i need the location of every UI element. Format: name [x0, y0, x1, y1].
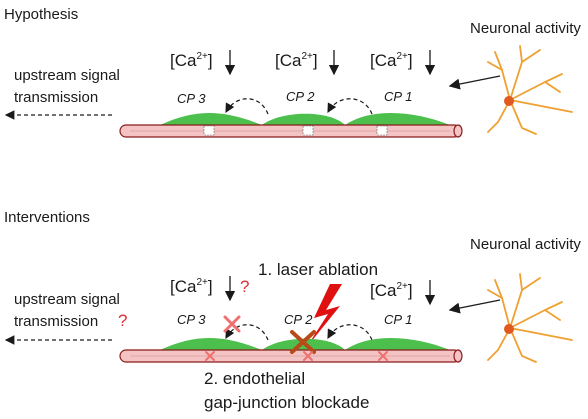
hypothesis-panel: Hypothesis [Ca2+] [Ca2+] [Ca2+] Neuronal…	[4, 6, 581, 138]
input-arrow	[448, 75, 501, 90]
svg-text:[Ca2+]: [Ca2+]	[170, 51, 213, 70]
upstream-signal-label: upstream signal	[14, 291, 120, 308]
gap-junction-icon	[203, 125, 215, 136]
unknown-question-mark: ?	[240, 277, 249, 296]
cp2-label: CP 2	[286, 89, 315, 104]
ca-label-cp1: [Ca2+]	[370, 280, 436, 306]
transmission-label: transmission	[14, 89, 98, 106]
propagation-arrow	[225, 324, 269, 341]
blocked-propagation-cross-icon	[223, 315, 241, 333]
capillary-vessel	[119, 338, 463, 363]
propagation-arrow	[225, 98, 269, 115]
ca-label-cp3: [Ca2+]	[170, 50, 236, 76]
neuron-icon	[487, 273, 573, 363]
unknown-question-mark: ?	[118, 311, 127, 330]
ablation-cross-icon	[290, 330, 316, 354]
interventions-panel: Interventions Neuronal activity 1. laser…	[4, 209, 581, 412]
blockade-label-line1: 2. endothelial	[204, 369, 305, 388]
blockade-label-line2: gap-junction blockade	[204, 393, 369, 412]
interventions-heading: Interventions	[4, 209, 90, 226]
gap-junction-icon	[376, 125, 388, 136]
ca-label-cp1: [Ca2+]	[370, 50, 436, 76]
cp2-label: CP 2	[284, 312, 313, 327]
propagation-arrow	[327, 324, 373, 341]
svg-text:[Ca2+]: [Ca2+]	[370, 281, 413, 300]
neuronal-activity-label: Neuronal activity	[470, 236, 581, 253]
ca-label-cp2: [Ca2+]	[275, 50, 340, 76]
input-arrow	[448, 299, 501, 314]
svg-text:[Ca2+]: [Ca2+]	[275, 51, 318, 70]
cp3-label: CP 3	[177, 312, 206, 327]
propagation-arrow	[327, 98, 373, 115]
neuron-icon	[487, 45, 573, 135]
cp1-label: CP 1	[384, 89, 412, 104]
ca-label-cp3: [Ca2+] ?	[170, 276, 249, 302]
lightning-bolt-icon	[306, 284, 342, 348]
svg-text:[Ca2+]: [Ca2+]	[170, 277, 213, 296]
svg-text:[Ca2+]: [Ca2+]	[370, 51, 413, 70]
gap-junction-icon	[302, 125, 314, 136]
neuronal-activity-label: Neuronal activity	[470, 20, 581, 37]
capillary-vessel	[119, 113, 463, 138]
cp1-label: CP 1	[384, 312, 412, 327]
gap-junction-blocked-icon	[205, 351, 388, 361]
hypothesis-heading: Hypothesis	[4, 6, 78, 23]
upstream-signal-label: upstream signal	[14, 67, 120, 84]
cp3-label: CP 3	[177, 91, 206, 106]
transmission-label: transmission	[14, 313, 98, 330]
laser-ablation-label: 1. laser ablation	[258, 260, 378, 279]
